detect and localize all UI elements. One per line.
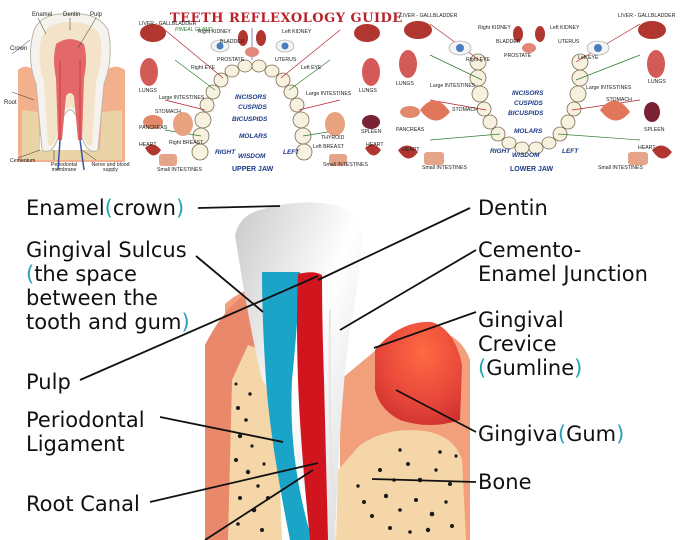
- lower-wisdom-label: WISDOM: [512, 152, 540, 159]
- root-canal-label: Root Canal: [26, 492, 140, 516]
- bone-label: Bone: [478, 470, 532, 494]
- gingival-sulcus-label: Gingival Sulcus (the space between the t…: [26, 238, 190, 334]
- reflexology-upper-panel: TEETH REFLEXOLOGY GUIDE LIVER - GALLBLAD…: [135, 0, 402, 180]
- upper-pineal-label: PINEAL GLAND: [175, 27, 213, 33]
- upper-liver-gb-label: LIVER - GALLBLADDER: [139, 21, 197, 27]
- upper-large-int-left-label: Large INTESTINES: [159, 95, 205, 101]
- lower-heart-label: HEART: [402, 147, 420, 153]
- lower-jaw-label: LOWER JAW: [510, 166, 554, 173]
- gingival-crevice-label: Gingival Crevice (Gumline): [478, 308, 583, 380]
- lower-liver-gb-label: LIVER - GALLBLADDER: [400, 13, 458, 19]
- lower-uterus-label: UTERUS: [558, 39, 580, 45]
- upper-right-side-label: RIGHT: [215, 149, 236, 156]
- gingiva-label: Gingiva(Gum): [478, 422, 625, 446]
- lower-stomach-label: STOMACH: [452, 107, 478, 113]
- lower-lungs-label: LUNGS: [396, 81, 414, 87]
- enamel-label: Enamel(crown): [26, 196, 185, 220]
- lower-small-int-label: Small INTESTINES: [422, 165, 467, 171]
- pulp-mini-label: Pulp: [90, 12, 103, 18]
- upper-small-int-label: Small INTESTINES: [157, 167, 202, 173]
- upper-jaw-illustration: [140, 24, 381, 166]
- periodontal-ligament-label: Periodontal Ligament: [26, 408, 145, 456]
- right-gum: [375, 321, 462, 425]
- upper-pancreas-label: PANCREAS: [139, 125, 168, 131]
- leader-lines: [79, 205, 477, 540]
- lower-lungs-right-label: LUNGS: [648, 79, 666, 85]
- dentin-mini-label: Dentin: [63, 12, 81, 18]
- upper-wisdom-label: WISDOM: [238, 153, 266, 160]
- upper-bladder-label: BLADDER: [220, 39, 245, 45]
- lower-large-int-label: Large INTESTINES: [430, 83, 476, 89]
- lower-stomach-right-label: STOMACH: [606, 97, 632, 103]
- reflexology-lower-panel: LIVER - GALLBLADDER LIVER - GALLBLADDER …: [390, 0, 680, 180]
- upper-bicuspids-label: BICUSPIDS: [232, 116, 268, 123]
- tooth-cross-section: [79, 202, 477, 540]
- upper-spleen-label: SPLEEN: [361, 129, 382, 135]
- lower-incisors-label: INCISORS: [512, 90, 544, 97]
- root-canal: [297, 272, 328, 540]
- lower-right-side-label: RIGHT: [490, 148, 511, 155]
- upper-large-int-right-label: Large INTESTINES: [306, 91, 352, 97]
- tooth-anatomy-panel: Enamel Dentin Pulp Crown Root Cementum P…: [0, 0, 135, 180]
- lower-bladder-label: BLADDER: [496, 39, 521, 45]
- upper-right-eye-label: Right EYE: [191, 65, 215, 71]
- lower-molars-label: MOLARS: [514, 128, 543, 135]
- pulp-label: Pulp: [26, 370, 71, 394]
- reflexology-guide-title: TEETH REFLEXOLOGY GUIDE: [170, 11, 403, 26]
- lower-jaw-illustration: [398, 21, 672, 165]
- cemento-enamel-junction-label: Cemento- Enamel Junction: [478, 238, 648, 286]
- upper-heart-label: HEART: [139, 142, 157, 148]
- lower-left-kidney-label: Left KIDNEY: [550, 25, 580, 31]
- lower-right-kidney-label: Right KIDNEY: [478, 25, 511, 31]
- upper-left-eye-label: Left EYE: [301, 65, 322, 71]
- lower-prostate-label: PROSTATE: [504, 53, 532, 59]
- cementum-mini-label: Cementum: [10, 158, 36, 164]
- upper-incisors-label: INCISORS: [235, 94, 267, 101]
- upper-jaw-label: UPPER JAW: [232, 166, 274, 173]
- tooth-pulp: [262, 272, 312, 540]
- tooth-anatomy-illustration: [11, 13, 125, 171]
- upper-stomach-label: STOMACH: [155, 109, 181, 115]
- upper-small-int-right-label: Small INTESTINES: [323, 162, 368, 168]
- upper-cuspids-label: CUSPIDS: [238, 104, 267, 111]
- upper-lungs-label: LUNGS: [139, 88, 157, 94]
- lower-heart-right-label: HEART: [638, 145, 656, 151]
- lower-bicuspids-label: BICUSPIDS: [508, 110, 544, 117]
- lower-right-eye-label: Right EYE: [466, 57, 490, 63]
- upper-lungs-right-label: LUNGS: [359, 88, 377, 94]
- lower-spleen-label: SPLEEN: [644, 127, 665, 133]
- upper-right-kidney-label: Right KIDNEY: [198, 29, 231, 35]
- lower-large-int-right-label: Large INTESTINES: [586, 85, 632, 91]
- crown-mini-label: Crown: [10, 46, 28, 52]
- lower-pancreas-label: PANCREAS: [396, 127, 425, 133]
- upper-molars-label: MOLARS: [239, 133, 268, 140]
- lower-left-side-label: LEFT: [562, 148, 579, 155]
- lower-liver-gb-right-label: LIVER - GALLBLADDER: [618, 13, 676, 19]
- lower-small-int-right-label: Small INTESTINES: [598, 165, 643, 171]
- upper-uterus-label: UTERUS: [275, 57, 297, 63]
- upper-left-side-label: LEFT: [283, 149, 300, 156]
- upper-thyroid-label: THYROID: [321, 135, 345, 141]
- root-mini-label: Root: [4, 100, 17, 106]
- upper-left-kidney-label: Left KIDNEY: [282, 29, 312, 35]
- lower-cuspids-label: CUSPIDS: [514, 100, 543, 107]
- upper-left-breast-label: Left BREAST: [313, 144, 344, 150]
- upper-heart-right-label: HEART: [366, 142, 384, 148]
- enamel-mini-label: Enamel: [32, 12, 53, 18]
- periodontal-membrane-mini-label: Periodontal membrane: [50, 162, 78, 174]
- upper-prostate-label: PROSTATE: [217, 57, 245, 63]
- dentin-label: Dentin: [478, 196, 548, 220]
- lower-left-eye-label: Left EYE: [578, 55, 599, 61]
- nerve-blood-mini-label: Nerve and blood supply: [91, 162, 130, 174]
- upper-right-breast-label: Right BREAST: [169, 140, 204, 146]
